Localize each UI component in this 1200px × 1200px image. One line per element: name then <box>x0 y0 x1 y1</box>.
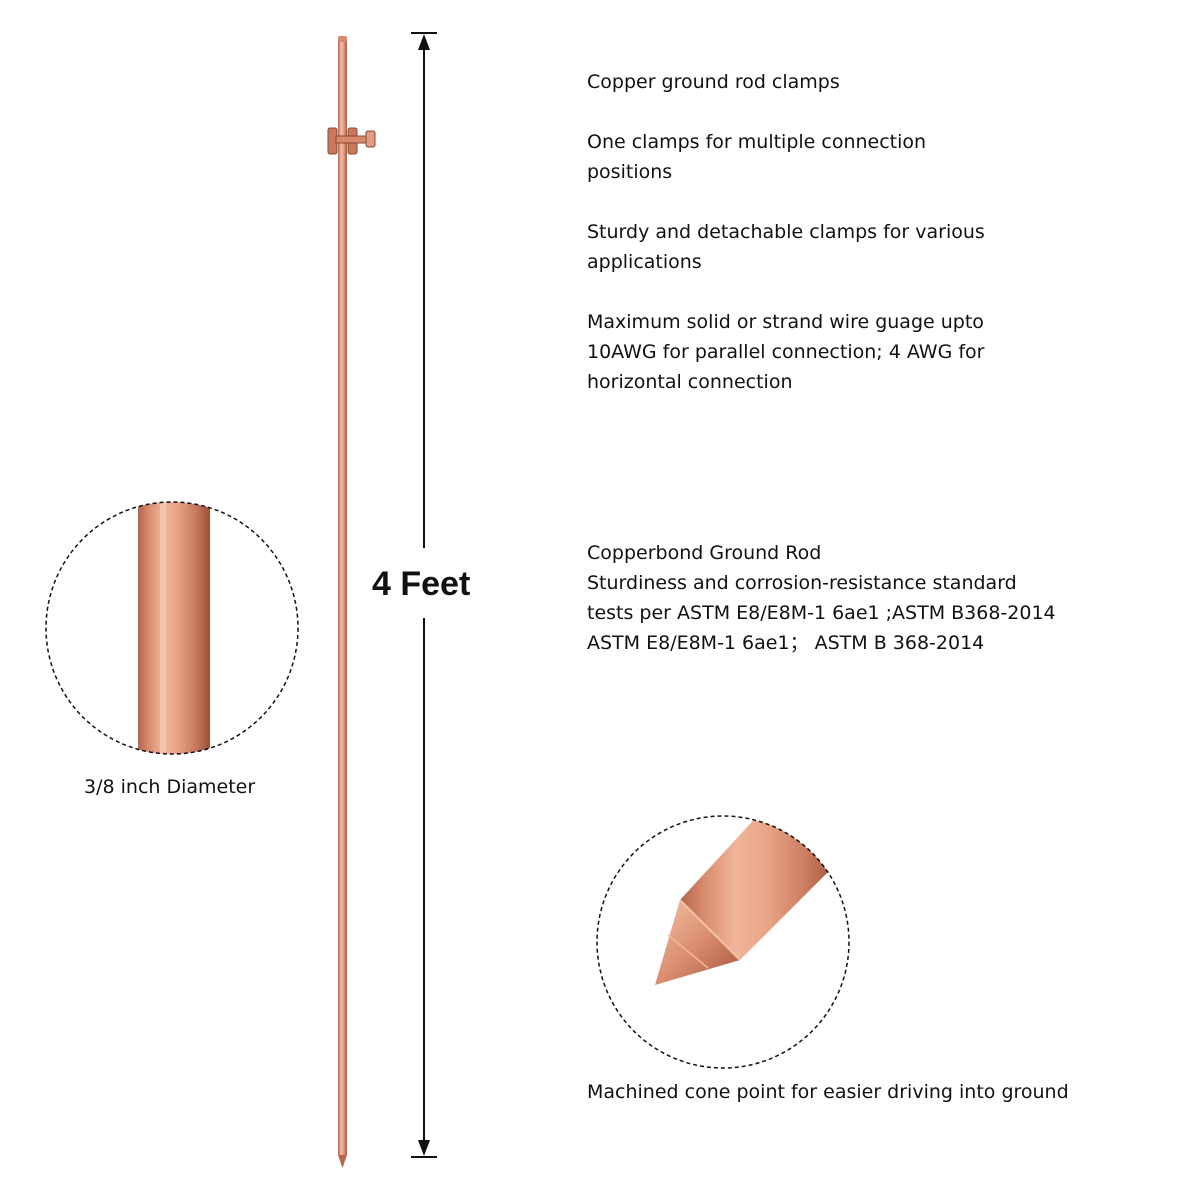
rod-clamp <box>327 127 376 155</box>
specs-line: tests per ASTM E8/E8M-1 6ae1 ;ASTM B368-… <box>587 602 1056 624</box>
specs-line: Copperbond Ground Rod <box>587 542 822 564</box>
feature-line: Copper ground rod clamps <box>587 71 840 93</box>
feature-multiple-positions: One clamps for multiple connection posit… <box>587 127 926 187</box>
cone-tip-detail-circle <box>596 815 850 1069</box>
feature-clamps: Copper ground rod clamps <box>587 67 840 97</box>
feature-line: Sturdy and detachable clamps for various <box>587 221 985 243</box>
specs-line: ASTM E8/E8M-1 6ae1； ASTM B 368-2014 <box>587 632 985 654</box>
diameter-caption: 3/8 inch Diameter <box>84 776 256 798</box>
specs-block: Copperbond Ground Rod Sturdiness and cor… <box>587 538 1056 658</box>
length-dimension-arrow <box>411 32 437 1158</box>
feature-line: Maximum solid or strand wire guage upto <box>587 311 984 333</box>
specs-line: Sturdiness and corrosion-resistance stan… <box>587 572 1017 594</box>
tip-caption: Machined cone point for easier driving i… <box>587 1081 1069 1103</box>
feature-line: applications <box>587 251 702 273</box>
feature-line: positions <box>587 161 673 183</box>
feature-detachable: Sturdy and detachable clamps for various… <box>587 217 985 277</box>
feature-line: 10AWG for parallel connection; 4 AWG for <box>587 341 985 363</box>
feature-wire-gauge: Maximum solid or strand wire guage upto … <box>587 307 984 397</box>
feature-line: horizontal connection <box>587 371 793 393</box>
feature-line: One clamps for multiple connection <box>587 131 927 153</box>
diameter-detail-circle <box>45 501 299 755</box>
length-label: 4 Feet <box>372 565 471 603</box>
ground-rod <box>338 36 347 1168</box>
